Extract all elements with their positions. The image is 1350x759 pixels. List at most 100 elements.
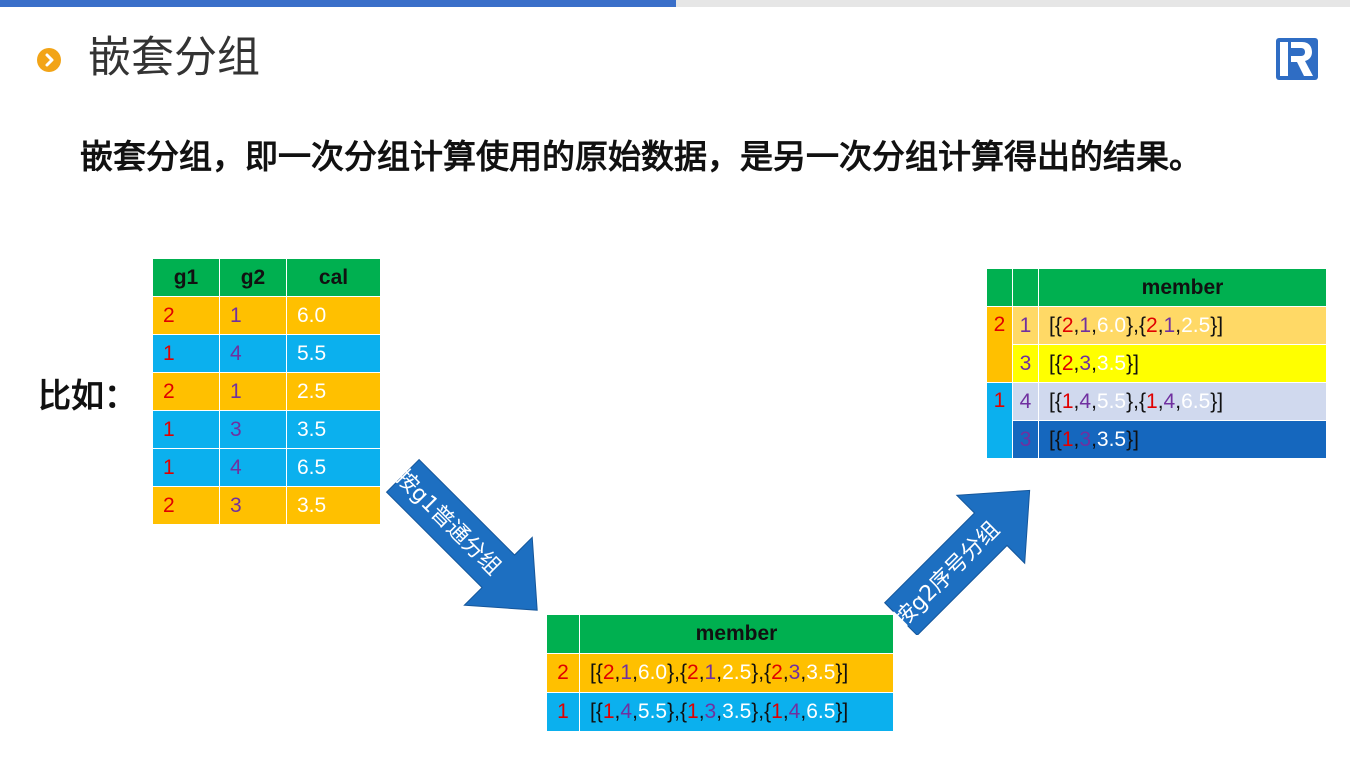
cell-member: [{2,3,3.5}]	[1038, 344, 1327, 383]
cell-g2: 1	[219, 372, 287, 411]
cell-g2: 4	[1012, 382, 1039, 421]
cell-g2: 4	[219, 448, 287, 487]
member-token: }]	[1210, 313, 1224, 337]
member-token: ,	[716, 700, 723, 723]
member-token: 2.5	[722, 661, 752, 684]
member-token: }]	[835, 700, 849, 723]
header-g1: g1	[152, 258, 220, 297]
table-row: 2 1 [{2,1,6.0},{2,1,2.5}]	[986, 306, 1327, 383]
member-token: 1	[1079, 313, 1092, 337]
cell-cal: 3.5	[286, 410, 381, 449]
header-key	[546, 614, 580, 654]
cell-g1: 1	[986, 382, 1013, 459]
cell-g1: 2	[152, 486, 220, 525]
header-member: member	[1038, 268, 1327, 307]
member-token: 3	[788, 661, 801, 684]
cell-g1: 1	[152, 334, 220, 373]
member-token: },{	[751, 661, 772, 684]
cell-member: [{1,4,5.5},{1,3,3.5},{1,4,6.5}]	[579, 692, 894, 732]
cell-cal: 6.0	[286, 296, 381, 335]
cell-cal: 5.5	[286, 334, 381, 373]
header-cal: cal	[286, 258, 381, 297]
cell-member: [{2,1,6.0},{2,1,2.5},{2,3,3.5}]	[579, 653, 894, 693]
cell-member: [{1,4,5.5},{1,4,6.5}]	[1038, 382, 1327, 421]
member-token: },{	[751, 700, 772, 723]
mid-table: member 2 [{2,1,6.0},{2,1,2.5},{2,3,3.5}]…	[546, 614, 894, 732]
member-token: ,	[1091, 351, 1097, 375]
cell-member: [{2,1,6.0},{2,1,2.5}]	[1038, 306, 1327, 345]
member-token: ,	[1091, 313, 1097, 337]
cell-key: 1	[546, 692, 580, 732]
member-token: 3	[1079, 351, 1092, 375]
member-token: 3.5	[1096, 427, 1127, 451]
member-token: 1	[1061, 389, 1074, 413]
member-token: [{	[1049, 389, 1062, 413]
table-row: 1 3 3.5	[152, 410, 381, 449]
member-token: 3	[704, 700, 717, 723]
arrow2-label: 按g2序号分组	[890, 517, 1005, 632]
member-token: 6.5	[1181, 389, 1211, 413]
cell-g2: 1	[219, 296, 287, 335]
member-token: 3.5	[722, 700, 752, 723]
member-token: ,	[1091, 389, 1097, 413]
slide-title: 嵌套分组	[88, 33, 260, 83]
member-token: 1	[704, 661, 717, 684]
member-token: 4	[620, 700, 633, 723]
member-token: 2	[1061, 313, 1074, 337]
member-token: 3.5	[1096, 351, 1127, 375]
member-token: 4	[1163, 389, 1176, 413]
member-token: ,	[698, 700, 705, 723]
cell-g2: 4	[219, 334, 287, 373]
table-row: 3 [{1,3,3.5}]	[987, 420, 1327, 459]
cell-cal: 2.5	[286, 372, 381, 411]
source-table: g1 g2 cal 2 1 6.0 1 4 5.5 2 1 2.5 1 3 3.…	[152, 258, 381, 525]
table-row: 1 4 [{1,4,5.5},{1,4,6.5}]	[986, 382, 1327, 459]
member-token: 2	[602, 661, 615, 684]
table-header-row: g1 g2 cal	[152, 258, 381, 297]
arrow-up-right-icon: 按g2序号分组	[883, 489, 1031, 635]
member-token: 1	[771, 700, 783, 723]
table-row: 1 4 6.5	[152, 448, 381, 487]
member-token: ,	[782, 700, 789, 723]
member-token: [{	[590, 700, 603, 723]
cell-g1: 2	[152, 296, 220, 335]
header-member: member	[579, 614, 894, 654]
member-token: [{	[1049, 427, 1062, 451]
member-token: ,	[716, 661, 723, 684]
member-token: 1	[1061, 427, 1074, 451]
member-token: },{	[1126, 389, 1146, 413]
member-token: [{	[1049, 313, 1062, 337]
member-token: }]	[1126, 427, 1139, 451]
header-g2	[1012, 268, 1039, 307]
cell-g1: 1	[152, 410, 220, 449]
table-row: 2 1 6.0	[152, 296, 381, 335]
member-token: [{	[590, 661, 603, 684]
table-row: 2 3 3.5	[152, 486, 381, 525]
member-token: ,	[1073, 313, 1080, 337]
member-token: 3.5	[806, 661, 836, 684]
cell-cal: 3.5	[286, 486, 381, 525]
result-table: member 2 1 [{2,1,6.0},{2,1,2.5}] 3 [{2,3…	[986, 268, 1327, 459]
member-token: ,	[614, 661, 621, 684]
top-accent-bar	[0, 0, 676, 7]
member-token: 1	[1146, 389, 1158, 413]
member-token: },{	[667, 700, 687, 723]
member-token: 6.0	[1096, 313, 1127, 337]
member-token: 5.5	[1096, 389, 1127, 413]
member-token: ,	[632, 700, 638, 723]
cell-g2: 3	[219, 486, 287, 525]
member-token: 2	[687, 661, 699, 684]
table-header-row: member	[546, 614, 894, 654]
chevron-right-icon	[37, 48, 61, 72]
member-token: 5.5	[637, 700, 668, 723]
member-token: 2.5	[1181, 313, 1211, 337]
member-token: 4	[788, 700, 801, 723]
cell-g1: 2	[152, 372, 220, 411]
cell-g2: 1	[1012, 306, 1039, 345]
member-token: 4	[1079, 389, 1092, 413]
member-token: ,	[1091, 427, 1097, 451]
member-token: 2	[771, 661, 783, 684]
arrow-down-right-icon: 按g1普通分组	[385, 458, 538, 611]
table-row: 1 [{1,4,5.5},{1,3,3.5},{1,4,6.5}]	[546, 692, 894, 732]
member-token: 1	[620, 661, 633, 684]
